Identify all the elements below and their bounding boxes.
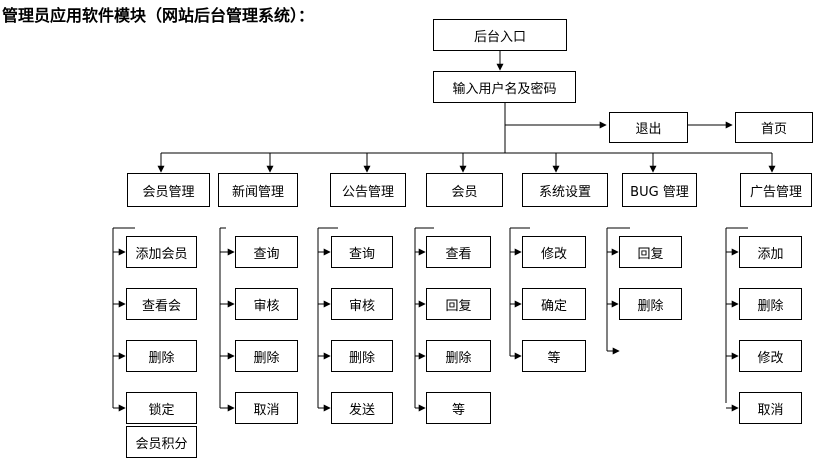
module-item-box: 查询 <box>331 236 393 268</box>
module-box: 公告管理 <box>330 173 406 207</box>
module-box: BUG 管理 <box>622 173 697 207</box>
backend-entry-box: 后台入口 <box>433 19 567 51</box>
module-item-box: 删除 <box>619 288 682 320</box>
module-item-box: 回复 <box>619 236 682 268</box>
module-item-box: 等 <box>522 340 586 372</box>
module-item-box: 审核 <box>235 288 298 320</box>
module-item-box: 查看 <box>426 236 491 268</box>
module-item-box: 审核 <box>331 288 393 320</box>
module-box: 会员 <box>426 173 503 207</box>
module-box: 系统设置 <box>522 173 608 207</box>
module-item-box: 发送 <box>331 392 393 424</box>
module-item-box: 删除 <box>235 340 298 372</box>
module-item-box: 查询 <box>235 236 298 268</box>
module-item-box: 添加会员 <box>126 236 197 268</box>
module-box: 会员管理 <box>127 173 210 207</box>
home-box: 首页 <box>735 112 813 143</box>
module-item-box: 会员积分 <box>126 426 197 458</box>
module-item-box: 取消 <box>739 392 802 424</box>
module-item-box: 取消 <box>235 392 298 424</box>
logout-box: 退出 <box>609 112 688 143</box>
diagram-title: 管理员应用软件模块（网站后台管理系统）： <box>2 6 315 25</box>
module-item-box: 删除 <box>426 340 491 372</box>
module-item-box: 回复 <box>426 288 491 320</box>
module-item-box: 添加 <box>739 236 802 268</box>
module-item-box: 修改 <box>739 340 802 372</box>
module-item-box: 修改 <box>522 236 586 268</box>
module-item-box: 等 <box>426 392 491 424</box>
module-item-box: 确定 <box>522 288 586 320</box>
module-item-box: 删除 <box>331 340 393 372</box>
module-item-box: 删除 <box>739 288 802 320</box>
module-item-box: 删除 <box>126 340 197 372</box>
module-box: 新闻管理 <box>218 173 298 207</box>
module-box: 广告管理 <box>740 173 812 207</box>
module-item-box: 锁定 <box>126 392 197 424</box>
module-item-box: 查看会 <box>126 288 197 320</box>
login-box: 输入用户名及密码 <box>433 71 576 103</box>
